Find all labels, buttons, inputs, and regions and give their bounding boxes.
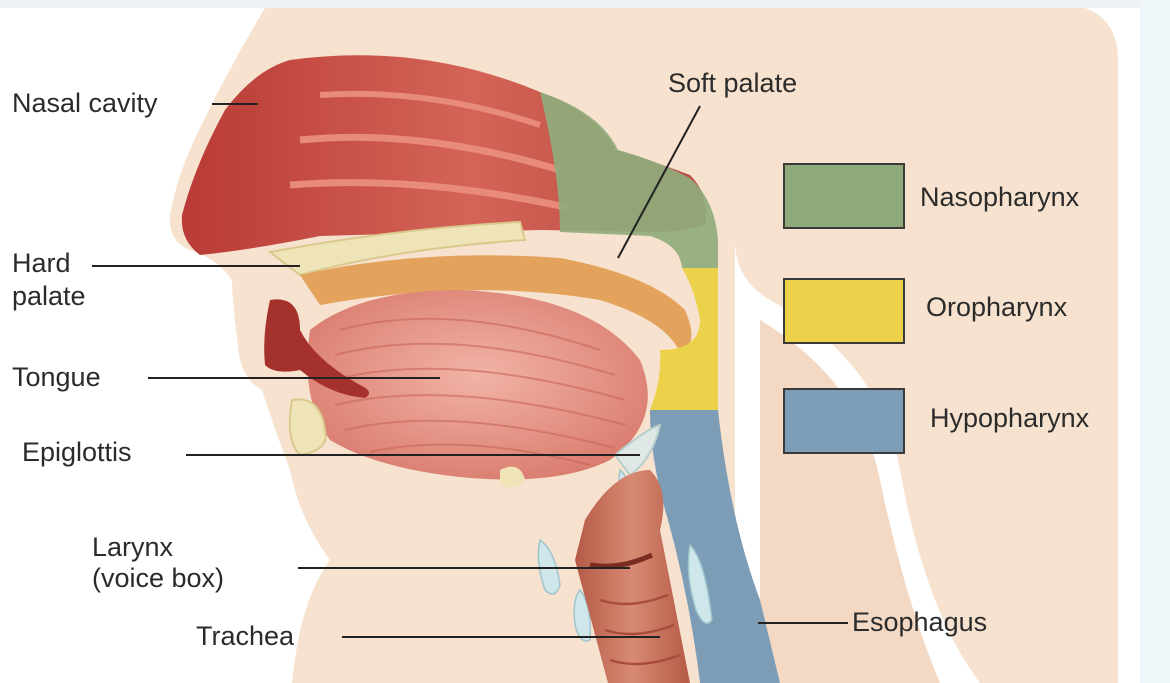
legend-swatch-nasopharynx: [783, 163, 905, 229]
legend-label-oropharynx: Oropharynx: [926, 292, 1067, 322]
label-soft-palate: Soft palate: [668, 68, 797, 98]
label-epiglottis: Epiglottis: [22, 437, 132, 467]
legend-swatch-oropharynx: [783, 278, 905, 344]
label-larynx-line1: Larynx: [92, 532, 173, 562]
label-esophagus: Esophagus: [852, 607, 987, 637]
label-hard-palate-line1: Hard: [12, 248, 71, 278]
legend-label-hypopharynx: Hypopharynx: [930, 403, 1089, 433]
label-larynx-line2: (voice box): [92, 563, 224, 593]
label-hard-palate-line2: palate: [12, 281, 86, 311]
top-border-strip: [0, 0, 1170, 8]
legend-swatch-hypopharynx: [783, 388, 905, 454]
label-nasal-cavity: Nasal cavity: [12, 88, 158, 118]
right-border-strip: [1140, 0, 1170, 683]
legend-label-nasopharynx: Nasopharynx: [920, 182, 1079, 212]
label-tongue: Tongue: [12, 362, 101, 392]
label-trachea: Trachea: [196, 621, 294, 651]
